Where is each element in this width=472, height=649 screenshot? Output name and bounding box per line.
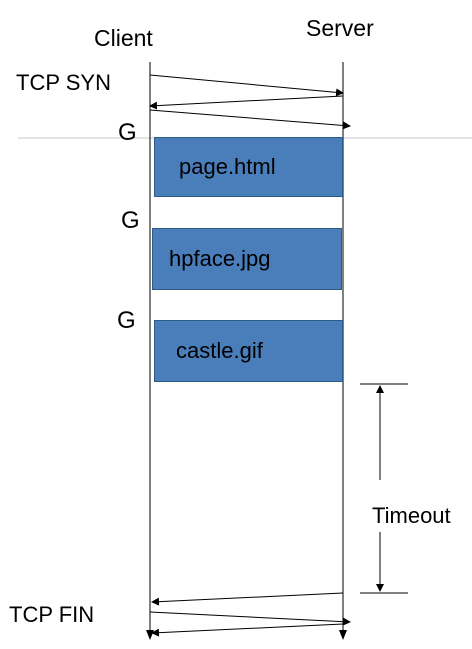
get-label-hpface: G: [121, 207, 140, 234]
fin-ack-arrow-left: [151, 623, 344, 637]
get-label-page: G: [118, 119, 137, 146]
client-timeline-arrowhead: [146, 630, 154, 640]
response-box-hpface-jpg: hpface.jpg: [152, 228, 342, 290]
tcp-syn-label: TCP SYN: [16, 70, 111, 95]
client-header: Client: [94, 25, 153, 51]
response-box-label: hpface.jpg: [169, 246, 271, 271]
get-label-castle: G: [117, 307, 136, 334]
fin-ack-arrow-right: [149, 611, 351, 626]
response-box-castle-gif: castle.gif: [154, 320, 343, 382]
response-box-label: castle.gif: [176, 338, 263, 363]
server-timeline-arrowhead: [339, 630, 347, 640]
ack-arrow: [149, 109, 351, 130]
response-box-page-html: page.html: [154, 137, 343, 197]
syn-arrow: [149, 74, 344, 97]
syn-ack-arrow: [149, 95, 344, 110]
response-box-label: page.html: [179, 154, 276, 179]
fin-arrow: [151, 592, 344, 606]
timeout-label: Timeout: [372, 503, 451, 528]
tcp-fin-label: TCP FIN: [9, 602, 95, 627]
server-header: Server: [306, 15, 374, 41]
